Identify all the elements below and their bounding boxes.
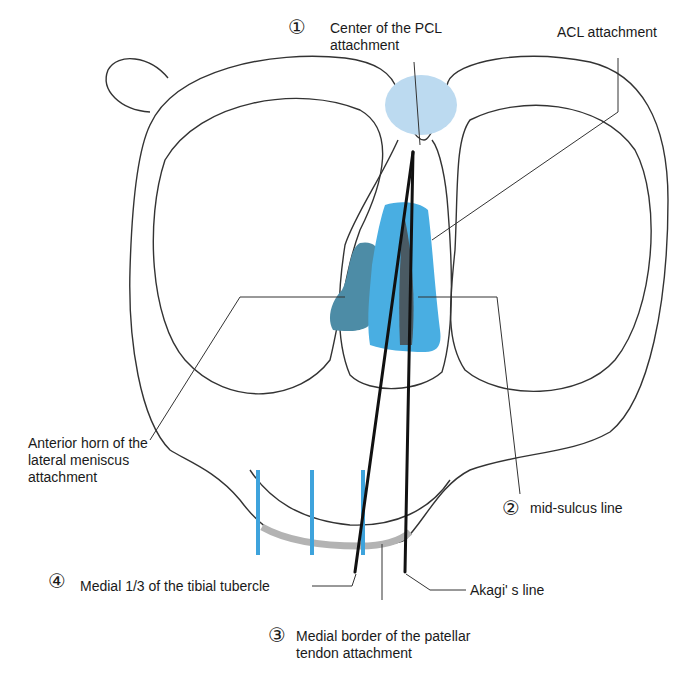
part-label: Center of the PCL attachment (330, 20, 490, 54)
part-label: Anterior horn of the lateral meniscus at… (28, 435, 168, 486)
callout-number: ② (502, 497, 528, 519)
part-label: Medial border of the patellar tendon att… (296, 628, 496, 662)
callout-number: ① (288, 16, 314, 38)
part-label: Akagi' s line (470, 582, 600, 599)
part-label: Medial 1/3 of the tibial tubercle (80, 578, 310, 595)
callout-number: ④ (48, 570, 74, 592)
part-label: ACL attachment (557, 24, 667, 41)
callout-number: ③ (268, 624, 294, 646)
part-label: mid-sulcus line (530, 500, 660, 517)
